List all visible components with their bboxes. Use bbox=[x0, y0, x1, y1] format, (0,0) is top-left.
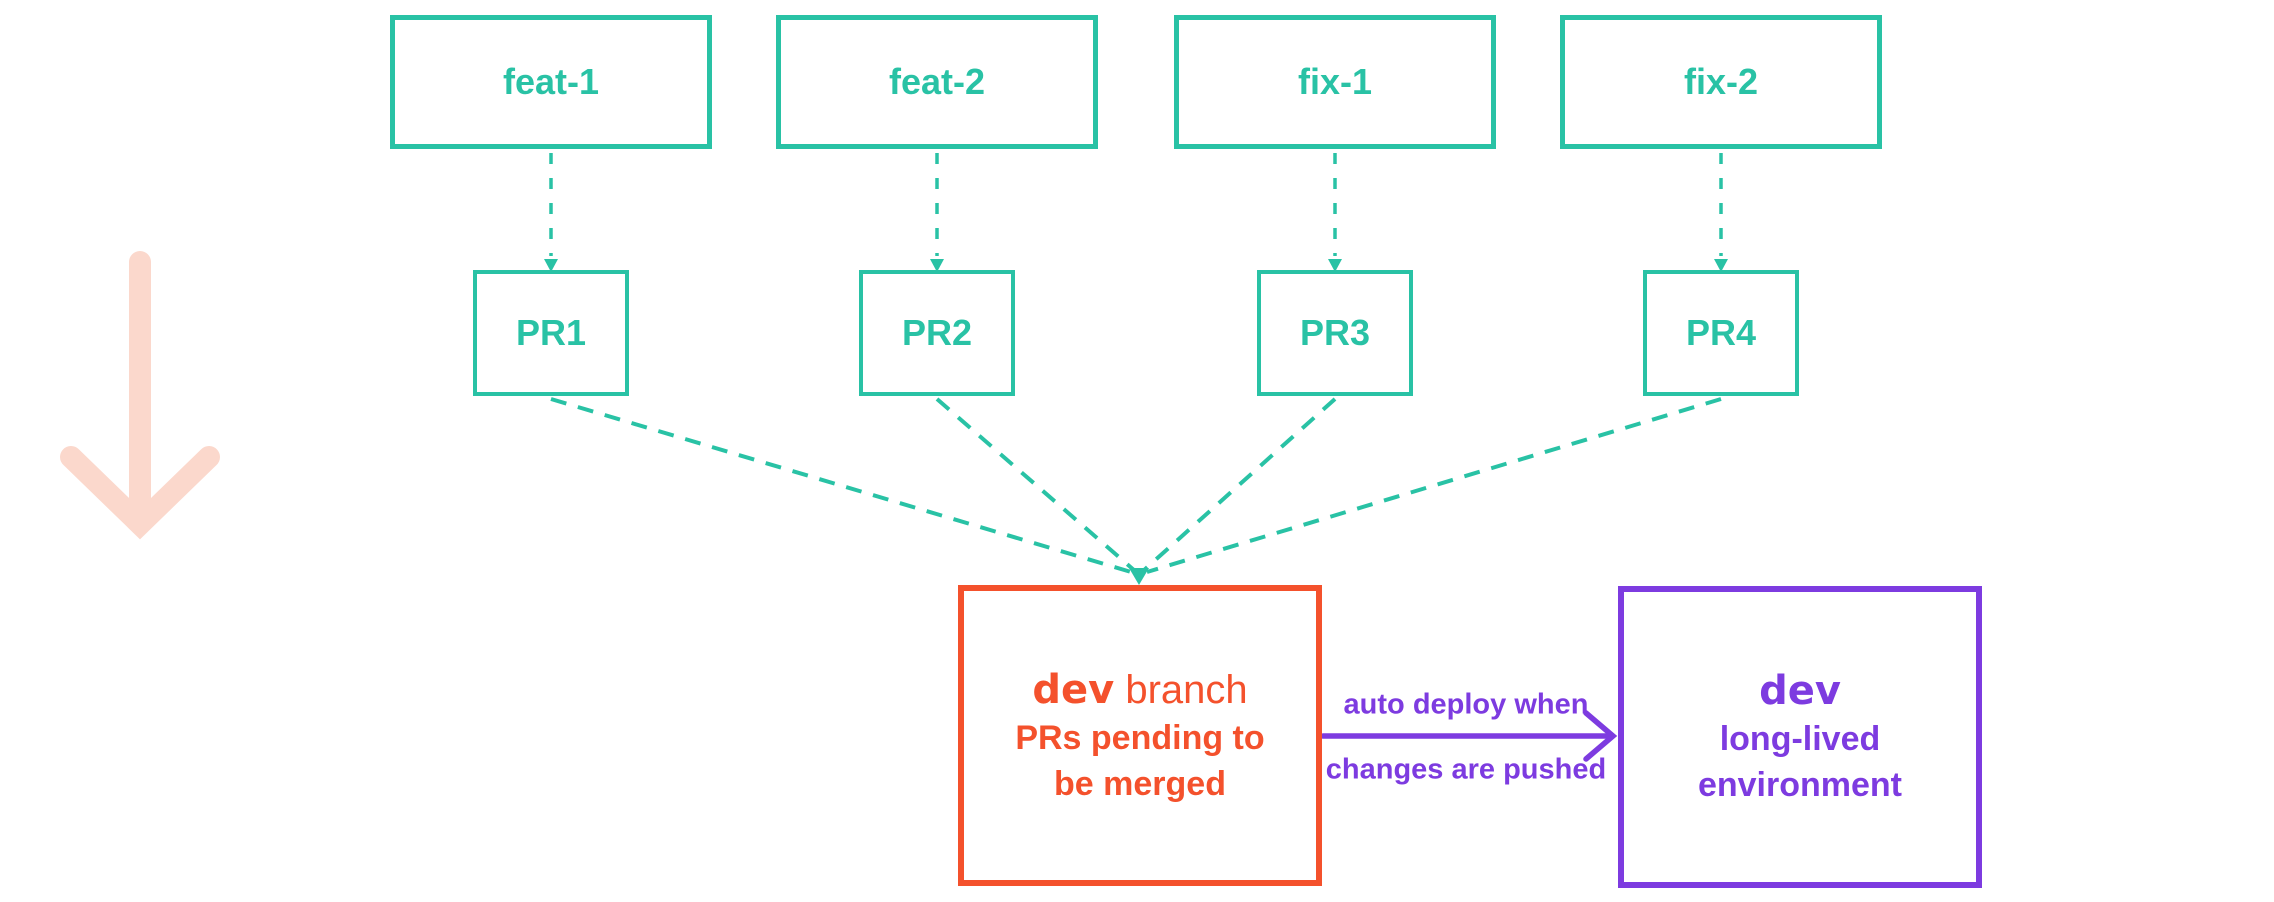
branch-box-feat-2: feat-2 bbox=[776, 15, 1098, 149]
connector-pr4-devbranch bbox=[1146, 397, 1722, 574]
pr2-arrowhead-icon bbox=[930, 259, 944, 272]
dev-environment-line2: environment bbox=[1697, 766, 1903, 804]
pr-box-2: PR2 bbox=[859, 270, 1015, 396]
branch-box-feat-1: feat-1 bbox=[390, 15, 712, 149]
pr4-arrowhead-icon bbox=[1714, 259, 1728, 272]
merge-arrowhead-icon bbox=[1129, 568, 1149, 585]
connector-pr1-devbranch bbox=[550, 397, 1132, 574]
pr-box-3: PR3 bbox=[1257, 270, 1413, 396]
dev-branch-title-rest: branch bbox=[1114, 667, 1248, 712]
dev-branch-subtitle-line1: PRs pending to bbox=[1015, 718, 1265, 757]
dev-branch-title: dev branch bbox=[1032, 665, 1247, 715]
dev-branch-title-emph: dev bbox=[1032, 666, 1115, 713]
pr-label: PR4 bbox=[1685, 312, 1757, 353]
pr-label: PR1 bbox=[515, 312, 587, 353]
deploy-arrow-label-line2: changes are pushed bbox=[1325, 753, 1607, 786]
branch-box-fix-1: fix-1 bbox=[1174, 15, 1496, 149]
branch-label: feat-2 bbox=[888, 61, 986, 102]
dev-branch-subtitle-line2: be merged bbox=[1054, 764, 1226, 803]
connector-pr3-devbranch bbox=[1141, 397, 1337, 573]
down-arrow-icon bbox=[60, 251, 220, 540]
pr-box-1: PR1 bbox=[473, 270, 629, 396]
down-arrow-head bbox=[60, 446, 220, 540]
pr3-arrowhead-icon bbox=[1328, 259, 1342, 272]
dev-branch-box: dev branch PRs pending to be merged bbox=[958, 585, 1322, 886]
pr1-arrowhead-icon bbox=[544, 259, 558, 272]
pr-label: PR3 bbox=[1299, 312, 1371, 353]
connector-pr2-devbranch bbox=[935, 397, 1137, 573]
deploy-arrowhead-icon bbox=[1583, 710, 1618, 762]
dev-environment-line1: long-lived bbox=[1719, 720, 1881, 758]
pr-box-4: PR4 bbox=[1643, 270, 1799, 396]
branch-label: fix-1 bbox=[1297, 61, 1373, 102]
pr-label: PR2 bbox=[901, 312, 973, 353]
deploy-arrow-label-line1: auto deploy when bbox=[1343, 688, 1589, 721]
branch-label: fix-2 bbox=[1683, 61, 1759, 102]
dev-environment-box: dev long-lived environment bbox=[1618, 586, 1982, 888]
branch-box-fix-2: fix-2 bbox=[1560, 15, 1882, 149]
branch-label: feat-1 bbox=[502, 61, 600, 102]
dev-environment-title: dev bbox=[1759, 668, 1841, 714]
